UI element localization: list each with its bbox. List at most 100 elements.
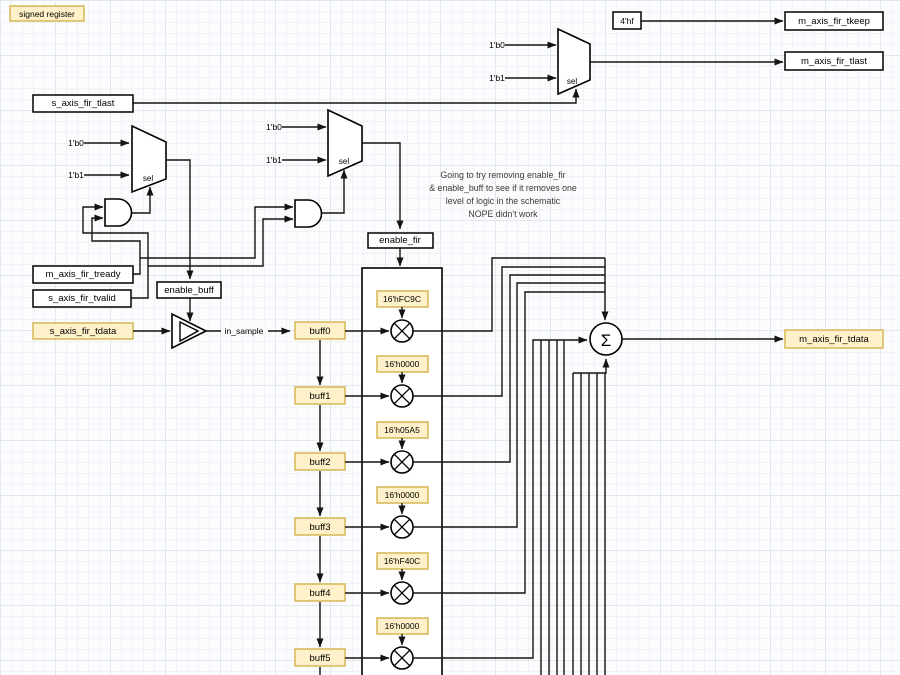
port-m-axis-fir-tlast[interactable]: m_axis_fir_tlast xyxy=(784,51,884,71)
port-m-axis-fir-tdata[interactable]: m_axis_fir_tdata xyxy=(784,329,884,349)
enable-buff-label: enable_buff xyxy=(164,285,214,296)
multiply-icon xyxy=(393,584,411,602)
enable-buff-register[interactable]: enable_buff xyxy=(156,281,222,299)
enable-fir-register[interactable]: enable_fir xyxy=(367,232,434,249)
wire-product2 xyxy=(413,274,605,463)
s-axis-fir-tlast-box[interactable] xyxy=(32,94,134,113)
annotation-line-2: & enable_buff to see if it removes one xyxy=(429,183,577,193)
tkeep-constant-label: 4'hf xyxy=(620,16,634,26)
buff-mux-body[interactable] xyxy=(131,124,167,194)
wire-product1 xyxy=(413,266,605,397)
buff-label-5: buff5 xyxy=(310,653,331,664)
m-axis-fir-tdata-label: m_axis_fir_tdata xyxy=(799,334,869,345)
tap-row: 16'h05A5 buff2 xyxy=(294,421,429,517)
buff-label-4: buff4 xyxy=(310,588,331,599)
signed-register-box[interactable] xyxy=(9,5,85,22)
fir-mux-in1-label: 1'b1 xyxy=(266,155,282,165)
wire-sum-bottom-input xyxy=(573,358,610,374)
input-buffer-triangle[interactable] xyxy=(171,312,208,350)
buff-mux-in0-label: 1'b0 xyxy=(68,138,84,148)
m-axis-fir-tdata-box[interactable] xyxy=(784,329,884,349)
wire-product5 xyxy=(413,336,588,659)
fir-mux-sel-label: sel xyxy=(339,157,349,166)
s-axis-fir-tlast-label: s_axis_fir_tlast xyxy=(52,98,115,109)
wire-product0 xyxy=(413,257,605,332)
and-gate-enable-fir[interactable] xyxy=(294,199,323,228)
coef-label-5: 16'h0000 xyxy=(385,621,420,631)
wire-product4 xyxy=(413,291,605,594)
port-m-axis-fir-tready[interactable]: m_axis_fir_tready xyxy=(32,265,134,284)
annotation-line-3: level of logic in the schematic xyxy=(446,196,561,206)
input-buffer-inner xyxy=(179,320,200,343)
port-m-axis-fir-tkeep[interactable]: m_axis_fir_tkeep xyxy=(784,11,884,31)
in-sample-label-halo xyxy=(221,324,268,336)
tap-row: 16'h0000 buff5 xyxy=(294,617,429,675)
input-buffer-outer[interactable] xyxy=(171,312,208,350)
tlast-mux-body[interactable] xyxy=(557,27,591,96)
port-s-axis-fir-tdata[interactable]: s_axis_fir_tdata xyxy=(32,322,134,340)
wire-product3 xyxy=(413,282,605,528)
buff-mux-sel-label: sel xyxy=(143,174,153,183)
multiply-icon xyxy=(393,322,411,340)
wire-tvalid-to-and2 xyxy=(148,215,294,267)
m-axis-fir-tready-label: m_axis_fir_tready xyxy=(46,269,121,280)
wire-and1-to-buff-mux-sel xyxy=(132,186,154,214)
wire-tready-to-and1 xyxy=(91,214,141,275)
signed-register-label: signed register xyxy=(19,9,75,19)
annotation-line-4: NOPE didn't work xyxy=(468,209,538,219)
wire-tlast-sel xyxy=(133,88,580,104)
port-s-axis-fir-tlast[interactable]: s_axis_fir_tlast xyxy=(32,94,134,113)
wire-fir-mux-out xyxy=(362,142,404,230)
buff-label-0: buff0 xyxy=(310,326,331,337)
signed-register-note[interactable]: signed register xyxy=(9,5,85,22)
m-axis-fir-tkeep-label: m_axis_fir_tkeep xyxy=(798,16,870,27)
m-axis-fir-tlast-box[interactable] xyxy=(784,51,884,71)
wire-tvalid-to-and1 xyxy=(82,203,149,299)
multiply-icon xyxy=(393,518,411,536)
tlast-mux-in0-label: 1'b0 xyxy=(489,40,505,50)
buff-label-2: buff2 xyxy=(310,457,331,468)
buff-label-1: buff1 xyxy=(310,391,331,402)
tkeep-constant-box[interactable] xyxy=(612,11,642,30)
fir-mux-in0-label: 1'b0 xyxy=(266,122,282,132)
tlast-mux-in1-label: 1'b1 xyxy=(489,73,505,83)
tap-row: 16'hFC9C buff0 xyxy=(294,290,429,386)
buff-label-3: buff3 xyxy=(310,522,331,533)
port-s-axis-fir-tvalid[interactable]: s_axis_fir_tvalid xyxy=(32,289,132,308)
fir-mux-body[interactable] xyxy=(327,108,363,178)
buff-mux-in1-label: 1'b1 xyxy=(68,170,84,180)
s-axis-fir-tvalid-box[interactable] xyxy=(32,289,132,308)
multiply-icon xyxy=(393,649,411,667)
sigma-symbol: Σ xyxy=(601,331,612,350)
tap-row: 16'h0000 buff3 xyxy=(294,486,429,583)
annotation-line-1: Going to try removing enable_fir xyxy=(440,170,565,180)
coef-label-1: 16'h0000 xyxy=(385,359,420,369)
coef-label-3: 16'h0000 xyxy=(385,490,420,500)
multiply-icon xyxy=(393,387,411,405)
s-axis-fir-tvalid-label: s_axis_fir_tvalid xyxy=(48,293,116,304)
tkeep-constant-node[interactable]: 4'hf xyxy=(612,11,642,30)
m-axis-fir-tkeep-box[interactable] xyxy=(784,11,884,31)
wire-buff-mux-out xyxy=(166,159,194,280)
tap-row: 16'h0000 buff1 xyxy=(294,355,429,452)
wire-and2-to-fir-mux-sel xyxy=(322,169,348,214)
tap-row: 16'hF40C buff4 xyxy=(294,552,429,648)
m-axis-fir-tready-box[interactable] xyxy=(32,265,134,284)
and-gate-enable-buff[interactable] xyxy=(104,198,133,227)
coef-label-0: 16'hFC9C xyxy=(383,294,421,304)
summer-node[interactable]: Σ xyxy=(589,322,623,356)
tlast-mux[interactable]: sel xyxy=(557,27,591,96)
m-axis-fir-tlast-label: m_axis_fir_tlast xyxy=(801,56,867,67)
wire-tready-to-and2 xyxy=(140,203,294,259)
enable-fir-label: enable_fir xyxy=(379,235,421,246)
buff-mux[interactable]: sel xyxy=(131,124,167,194)
multiply-icon xyxy=(393,453,411,471)
coef-label-4: 16'hF40C xyxy=(384,556,421,566)
coef-label-2: 16'h05A5 xyxy=(384,425,420,435)
in-sample-label: in_sample xyxy=(225,326,264,336)
fir-mux[interactable]: sel xyxy=(327,108,363,178)
enable-buff-box[interactable] xyxy=(156,281,222,299)
tlast-mux-sel-label: sel xyxy=(567,77,577,86)
annotation-note[interactable]: Going to try removing enable_fir & enabl… xyxy=(429,170,577,219)
